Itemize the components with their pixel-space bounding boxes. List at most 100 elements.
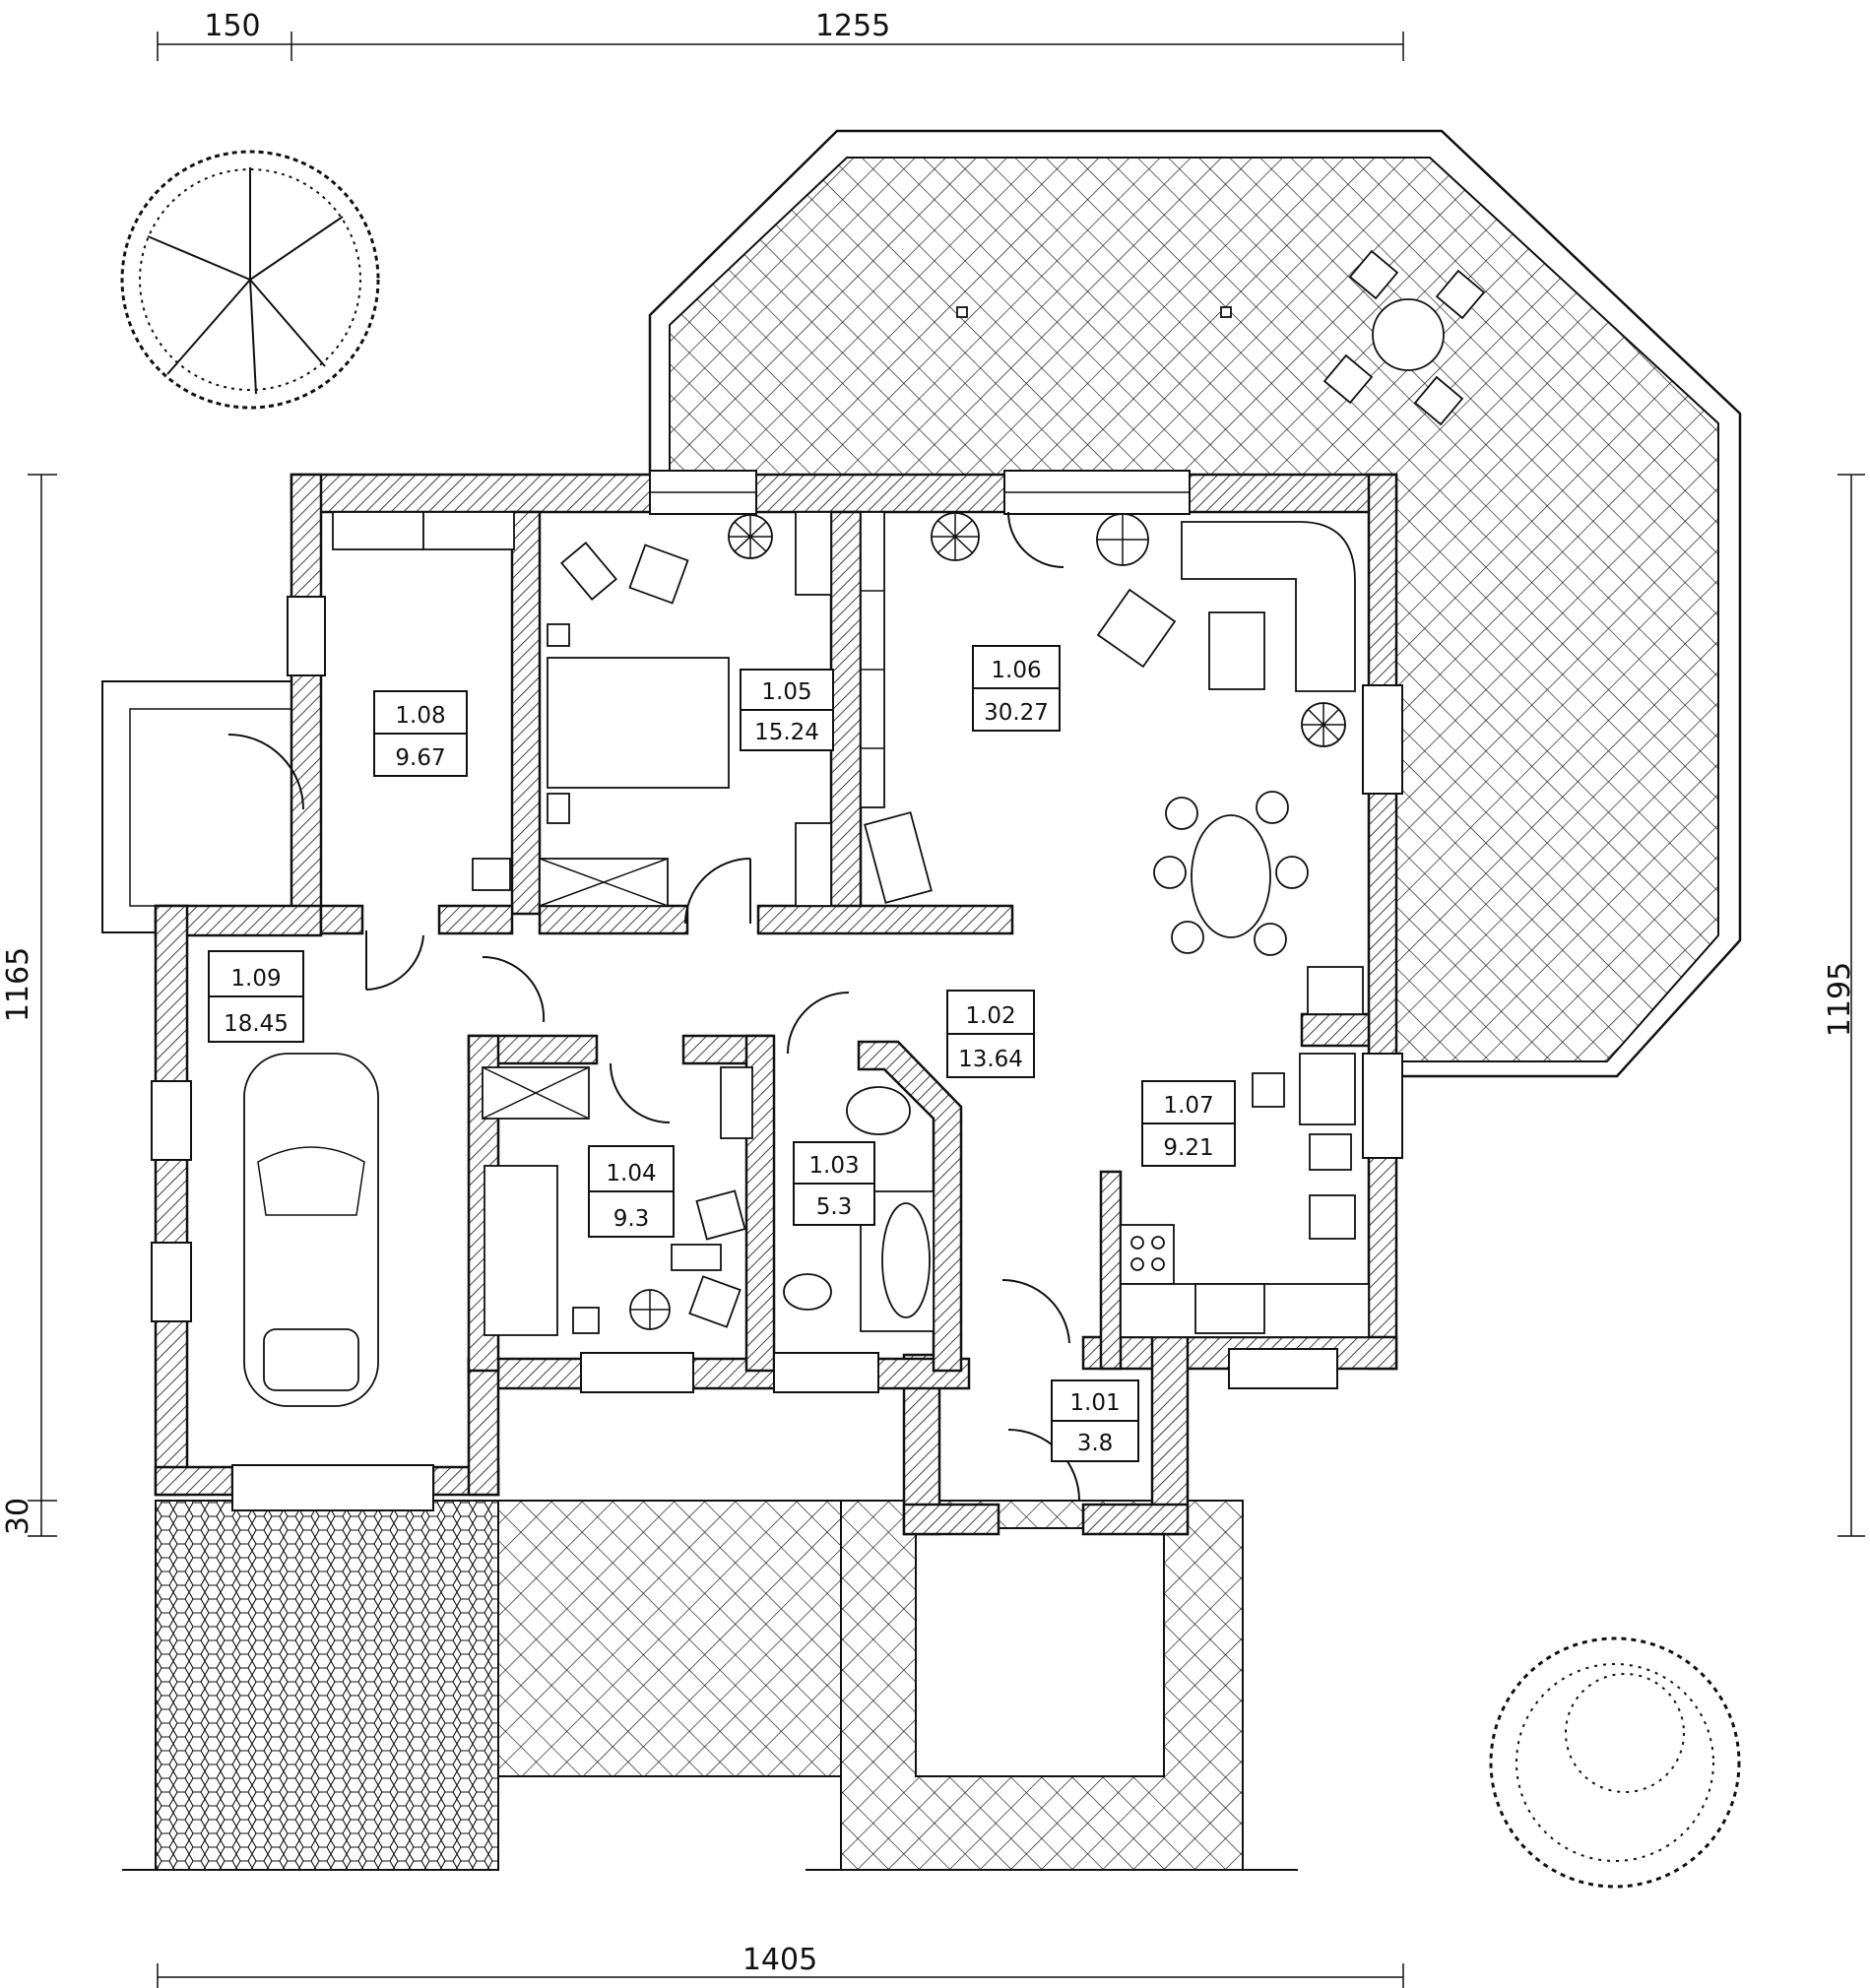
room-tag: 1.07 9.21 bbox=[1141, 1080, 1236, 1167]
fireplace bbox=[1307, 966, 1364, 1015]
dimension-top: 150 1255 bbox=[157, 9, 1404, 61]
furniture bbox=[243, 511, 1370, 1407]
entrance-step bbox=[915, 1527, 1165, 1777]
room-number: 1.06 bbox=[991, 658, 1041, 683]
window bbox=[773, 1352, 879, 1393]
doors bbox=[227, 511, 1080, 1502]
wardrobe bbox=[795, 511, 832, 596]
plant-icon bbox=[629, 1289, 671, 1330]
fridge bbox=[1299, 1053, 1356, 1125]
room-tag: 1.013.8 bbox=[1051, 1379, 1139, 1462]
bar-stool bbox=[1252, 1072, 1285, 1108]
outdoor-chair bbox=[1348, 249, 1399, 300]
plant-icon bbox=[1301, 702, 1346, 747]
bar-stool bbox=[1309, 1133, 1352, 1171]
armchair bbox=[1096, 588, 1177, 669]
terrace-post bbox=[1220, 306, 1232, 318]
dimension-label-left-small: 30 bbox=[1, 1498, 35, 1535]
outdoor-chair bbox=[1435, 269, 1486, 320]
shelf bbox=[422, 511, 515, 550]
tree-icon bbox=[120, 150, 380, 410]
window bbox=[1362, 1053, 1403, 1159]
windows bbox=[151, 470, 1403, 1511]
shelf bbox=[332, 511, 424, 550]
window bbox=[1228, 1348, 1338, 1389]
armchair bbox=[695, 1189, 746, 1241]
nightstand bbox=[547, 793, 570, 824]
nightstand bbox=[572, 1307, 600, 1334]
room-number: 1.04 bbox=[606, 1161, 656, 1186]
room-tag: 1.04 9.3 bbox=[588, 1145, 675, 1238]
room-number: 1.08 bbox=[395, 703, 445, 729]
room-tag: 1.03 5.3 bbox=[793, 1141, 875, 1226]
room-area: 15.24 bbox=[754, 720, 819, 745]
nightstand bbox=[547, 623, 570, 647]
window bbox=[151, 1080, 192, 1161]
driveway-paving bbox=[155, 1500, 499, 1871]
corner-sofa bbox=[1181, 521, 1356, 692]
room-tag: 1.05 15.24 bbox=[740, 669, 834, 751]
terrace-post bbox=[956, 306, 968, 318]
room-number: 1.03 bbox=[808, 1153, 859, 1179]
plant-icon bbox=[728, 514, 773, 559]
room-area: 5.3 bbox=[816, 1194, 853, 1220]
room-labels: 1.013.81.0213.641.035.31.049.31.0515.241… bbox=[208, 645, 1236, 1462]
car bbox=[243, 1053, 379, 1407]
room-area: 18.45 bbox=[224, 1011, 289, 1037]
dimension-label-bottom-total: 1405 bbox=[742, 1943, 817, 1977]
dimension-label-left-total: 1165 bbox=[1, 947, 35, 1022]
armchair bbox=[688, 1275, 742, 1328]
dining-chair bbox=[1165, 797, 1198, 830]
dimension-bottom: 1405 bbox=[157, 1943, 1404, 1988]
boiler bbox=[472, 858, 511, 891]
dimension-left: 1165 30 bbox=[1, 474, 57, 1537]
plant-icon bbox=[1096, 513, 1149, 566]
tv-unit bbox=[864, 811, 933, 904]
room-area: 3.8 bbox=[1077, 1431, 1114, 1456]
room-area: 9.67 bbox=[395, 745, 445, 771]
dimension-label-right-total: 1195 bbox=[1823, 962, 1857, 1037]
dimension-label-top-left: 150 bbox=[204, 9, 260, 43]
cabinet bbox=[1309, 1194, 1356, 1240]
armchair bbox=[628, 544, 689, 605]
room-number: 1.09 bbox=[230, 966, 281, 992]
dimension-label-top-main: 1255 bbox=[815, 9, 890, 43]
plant-icon bbox=[931, 512, 980, 561]
bed bbox=[547, 657, 730, 789]
room-area: 9.3 bbox=[613, 1206, 650, 1232]
toilet bbox=[783, 1273, 832, 1311]
wardrobe bbox=[795, 822, 832, 907]
room-tag: 1.09 18.45 bbox=[208, 950, 304, 1043]
window bbox=[1362, 684, 1403, 795]
outdoor-chair bbox=[1322, 353, 1374, 405]
dining-chair bbox=[1275, 856, 1309, 889]
room-tag: 1.08 9.67 bbox=[373, 690, 468, 777]
room-number: 1.05 bbox=[761, 679, 811, 705]
room-number: 1.07 bbox=[1163, 1093, 1213, 1119]
room-number: 1.02 bbox=[965, 1003, 1015, 1029]
dining-table bbox=[1191, 814, 1271, 938]
terrace bbox=[648, 129, 1742, 1078]
room-tag: 1.06 30.27 bbox=[972, 645, 1061, 732]
coffee-table bbox=[1208, 611, 1265, 690]
window bbox=[287, 596, 326, 676]
outdoor-table bbox=[1372, 298, 1445, 371]
dimension-right: 1195 bbox=[1823, 474, 1865, 1537]
garage-door bbox=[231, 1464, 434, 1511]
dining-chair bbox=[1256, 791, 1289, 824]
front-paving bbox=[497, 1500, 842, 1777]
desk bbox=[560, 542, 617, 601]
room-area: 9.21 bbox=[1163, 1135, 1213, 1161]
window bbox=[151, 1242, 192, 1322]
room-area: 30.27 bbox=[984, 700, 1049, 726]
window bbox=[580, 1352, 694, 1393]
kitchen-sink bbox=[1194, 1283, 1265, 1334]
stove bbox=[1120, 1224, 1175, 1285]
dining-chair bbox=[1171, 921, 1204, 954]
desk bbox=[671, 1244, 722, 1271]
bookshelf bbox=[860, 511, 885, 808]
wardrobe bbox=[720, 1066, 753, 1139]
dining-chair bbox=[1153, 856, 1187, 889]
